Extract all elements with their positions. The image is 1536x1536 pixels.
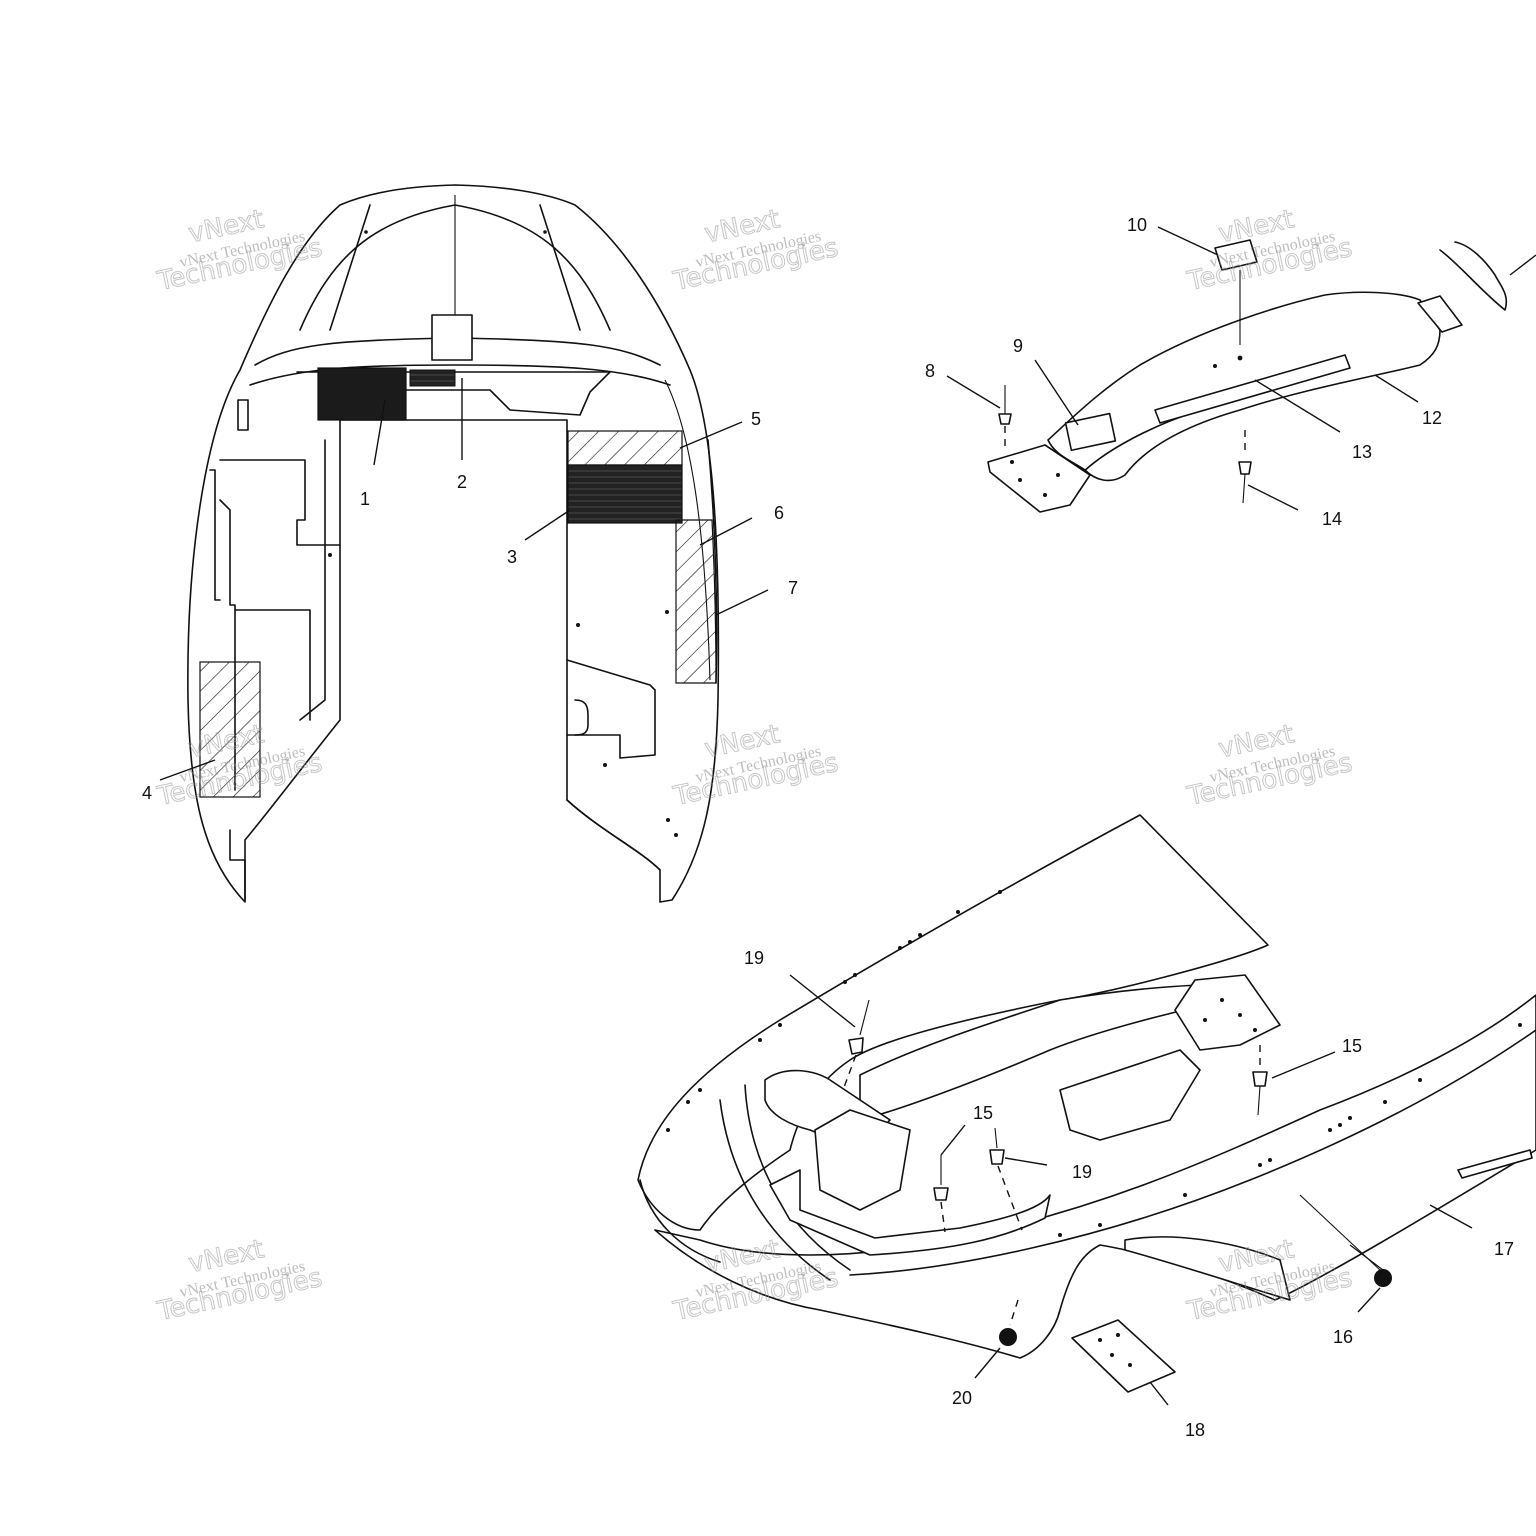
- watermark: vNext vNext Technologies Technologies: [1184, 719, 1356, 813]
- callout-19b: 19: [1072, 1162, 1092, 1182]
- hood-outer-shell: [187, 184, 720, 903]
- skid-plate-18: [1071, 1319, 1176, 1393]
- callout-12: 12: [1422, 408, 1442, 428]
- bumper-16: [1374, 1269, 1392, 1287]
- lower-hood-panel: [637, 814, 1269, 1231]
- latch-mount: [431, 314, 473, 361]
- callout-10: 10: [1127, 215, 1147, 235]
- callout-20: 20: [952, 1388, 972, 1408]
- push-rivet-15a: [1252, 1071, 1268, 1087]
- push-rivet-19a: [848, 1037, 864, 1055]
- push-rivet-8: [998, 413, 1012, 425]
- bumper-20: [999, 1328, 1017, 1346]
- decal-6: [675, 519, 717, 684]
- belly-pan: [654, 994, 1536, 1359]
- decal-4: [199, 661, 261, 798]
- watermark: vNext vNext Technologies Technologies: [1184, 204, 1356, 298]
- callout-1: 1: [360, 489, 370, 509]
- callout-2: 2: [457, 472, 467, 492]
- callout-17: 17: [1494, 1239, 1514, 1259]
- callout-19a: 19: [744, 948, 764, 968]
- callout-labels: 1 2 3 4 5 6 7 8 9 10 12 13 14 15 15 16 1…: [142, 215, 1514, 1440]
- seat-panel-assembly: [946, 226, 1536, 513]
- callout-18: 18: [1185, 1420, 1205, 1440]
- callout-4: 4: [142, 783, 152, 803]
- callout-14: 14: [1322, 509, 1342, 529]
- decal-1: [317, 367, 407, 421]
- callout-15a: 15: [1342, 1036, 1362, 1056]
- hood-assembly: [159, 184, 769, 903]
- callout-3: 3: [507, 547, 517, 567]
- callout-8: 8: [925, 361, 935, 381]
- watermark: vNext vNext Technologies Technologies: [154, 1234, 326, 1328]
- callout-6: 6: [774, 503, 784, 523]
- belly-pan-assembly: [637, 814, 1536, 1406]
- push-rivet-19b: [989, 1149, 1005, 1165]
- callout-16: 16: [1333, 1327, 1353, 1347]
- strap-11: [1439, 241, 1508, 311]
- watermark: vNext vNext Technologies Technologies: [670, 204, 842, 298]
- decal-3: [567, 464, 683, 524]
- callout-9: 9: [1013, 336, 1023, 356]
- callout-5: 5: [751, 409, 761, 429]
- callout-13: 13: [1352, 442, 1372, 462]
- decal-2: [409, 369, 456, 387]
- push-rivet-14: [1238, 461, 1252, 475]
- decal-5: [567, 430, 683, 466]
- clip-10: [1214, 239, 1258, 271]
- callout-15b: 15: [973, 1103, 993, 1123]
- decal-13: [1154, 354, 1351, 424]
- decal-9: [1064, 412, 1117, 452]
- strip-17: [1457, 1149, 1533, 1179]
- push-rivet-15b: [933, 1187, 949, 1201]
- callout-7: 7: [788, 578, 798, 598]
